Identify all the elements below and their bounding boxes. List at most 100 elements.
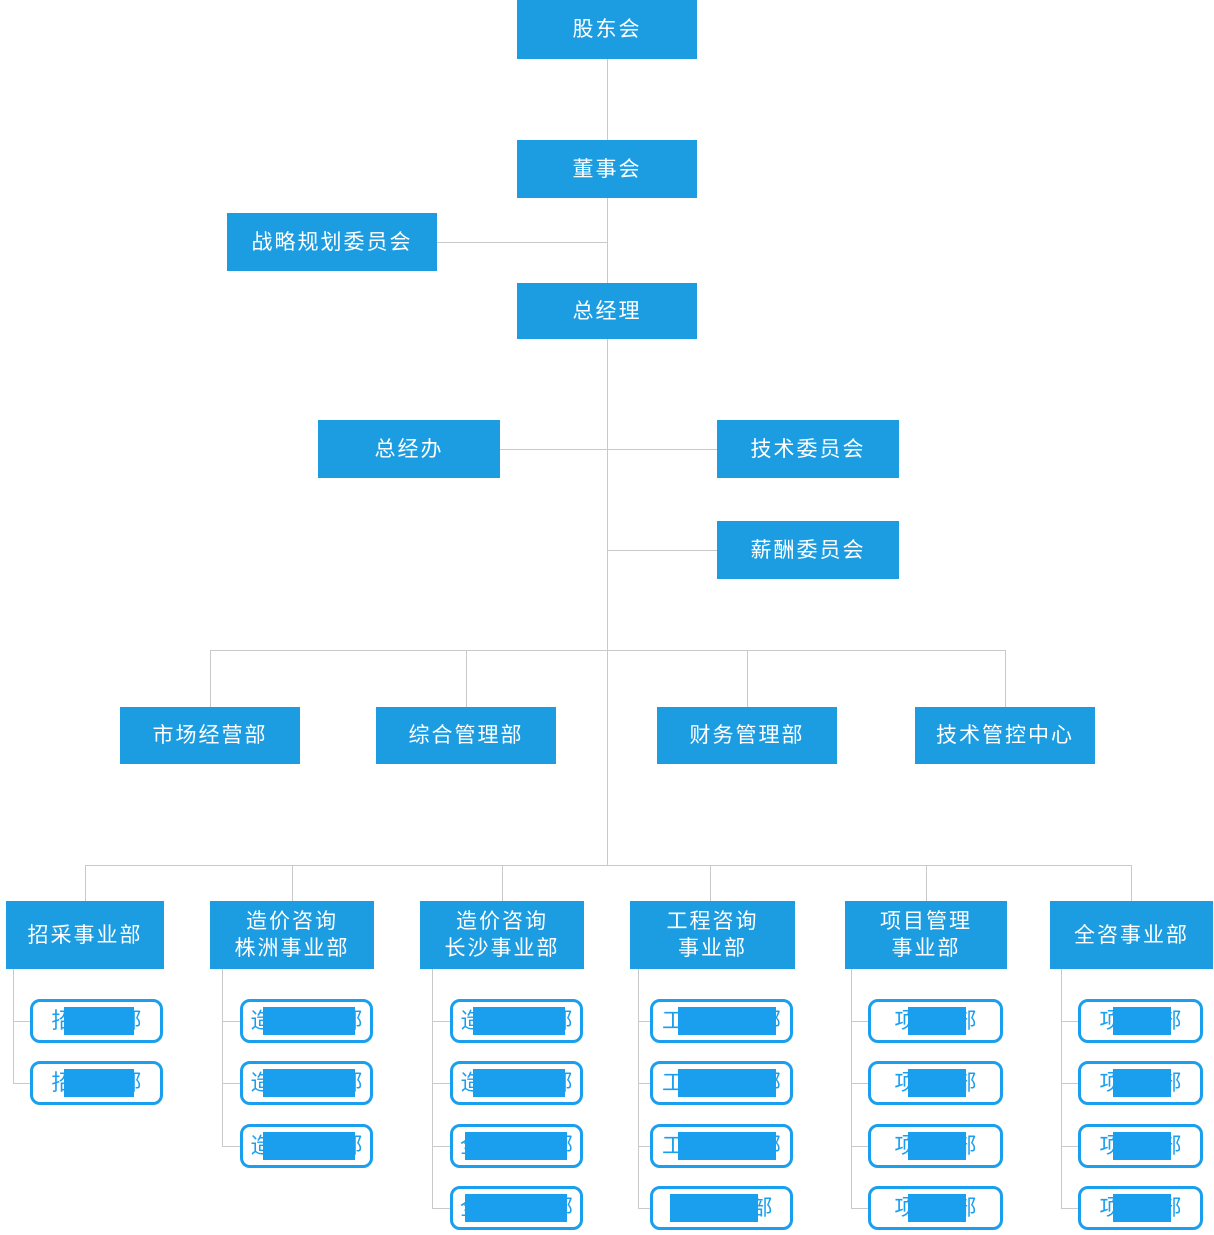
connector (85, 865, 1131, 866)
node-strategy-committee: 战略规划委员会 (227, 213, 437, 271)
connector (222, 1021, 240, 1022)
connector (851, 1083, 868, 1084)
node-dept-general-admin: 综合管理部 (376, 707, 556, 764)
connector (13, 969, 14, 1083)
connector (607, 339, 608, 866)
node-label: 工程咨询 (666, 910, 759, 933)
leaf-node: 招部 (30, 1061, 163, 1105)
node-label: 综合管理部 (408, 724, 524, 747)
highlight-bar (465, 1194, 567, 1222)
connector (710, 865, 711, 903)
connector (432, 969, 433, 1208)
connector (292, 865, 293, 903)
node-division-xiangmu: 项目管理 事业部 (845, 901, 1007, 969)
node-label: 事业部 (891, 937, 961, 960)
connector (851, 1146, 868, 1147)
node-salary-committee: 薪酬委员会 (717, 521, 899, 579)
leaf-node: 全部 (450, 1124, 583, 1168)
connector (432, 1021, 450, 1022)
connector (1061, 1083, 1078, 1084)
connector (638, 1021, 650, 1022)
highlight-bar (262, 1007, 355, 1035)
node-label: 总经办 (374, 437, 444, 461)
node-label: 市场经营部 (152, 724, 268, 747)
leaf-node: 工部 (650, 999, 793, 1043)
node-dept-marketing: 市场经营部 (120, 707, 300, 764)
node-label: 战略规划委员会 (251, 230, 413, 254)
node-board: 董事会 (517, 140, 697, 198)
leaf-node: 招部 (30, 999, 163, 1043)
leaf-node: 项部 (868, 1186, 1003, 1230)
node-label: 薪酬委员会 (750, 538, 866, 562)
connector (851, 969, 852, 1208)
highlight-bar (1112, 1194, 1171, 1222)
connector (607, 59, 608, 140)
node-dept-finance: 财务管理部 (657, 707, 837, 764)
connector (607, 550, 717, 551)
leaf-node: 全部 (450, 1186, 583, 1230)
connector (222, 1083, 240, 1084)
node-label: 股东会 (572, 18, 642, 41)
leaf-node: 部 (650, 1186, 793, 1230)
highlight-bar (63, 1069, 134, 1097)
connector (638, 1208, 650, 1209)
node-label: 全咨事业部 (1074, 923, 1189, 947)
highlight-bar (1112, 1132, 1171, 1160)
leaf-node: 造部 (240, 999, 373, 1043)
node-label: 招采事业部 (27, 923, 143, 947)
node-division-zaojia-changsha: 造价咨询 长沙事业部 (420, 901, 584, 969)
highlight-bar (670, 1194, 759, 1222)
highlight-bar (678, 1069, 776, 1097)
connector (210, 650, 1005, 651)
highlight-bar (472, 1069, 565, 1097)
node-division-gongcheng: 工程咨询 事业部 (630, 901, 795, 969)
node-label: 长沙事业部 (444, 937, 560, 960)
connector (210, 650, 211, 707)
highlight-bar (678, 1007, 776, 1035)
highlight-bar (63, 1007, 134, 1035)
leaf-node: 造部 (450, 999, 583, 1043)
node-dept-tech-control: 技术管控中心 (915, 707, 1095, 764)
connector (437, 242, 607, 243)
leaf-node: 项部 (1078, 999, 1203, 1043)
connector (85, 865, 86, 903)
node-label: 技术委员会 (750, 437, 866, 461)
node-label: 项目管理 (880, 910, 972, 933)
node-label: 事业部 (678, 937, 747, 960)
connector (466, 650, 467, 707)
connector (747, 650, 748, 707)
highlight-bar (907, 1194, 966, 1222)
connector (851, 1021, 868, 1022)
highlight-bar (262, 1069, 355, 1097)
node-label: 株洲事业部 (234, 937, 350, 960)
leaf-node: 项部 (1078, 1186, 1203, 1230)
connector (1061, 1208, 1078, 1209)
leaf-node: 造部 (240, 1124, 373, 1168)
connector (13, 1083, 30, 1084)
node-general-manager: 总经理 (517, 283, 697, 339)
node-label: 财务管理部 (689, 724, 805, 747)
highlight-bar (472, 1007, 565, 1035)
connector (432, 1146, 450, 1147)
leaf-node: 项部 (1078, 1124, 1203, 1168)
node-division-quanzi: 全咨事业部 (1050, 901, 1213, 969)
connector (502, 865, 503, 903)
leaf-node: 工部 (650, 1061, 793, 1105)
highlight-bar (678, 1132, 776, 1160)
connector (851, 1208, 868, 1209)
connector (13, 1021, 30, 1022)
leaf-node: 造部 (240, 1061, 373, 1105)
highlight-bar (907, 1007, 966, 1035)
leaf-node: 工部 (650, 1124, 793, 1168)
leaf-node: 造部 (450, 1061, 583, 1105)
leaf-node: 项部 (1078, 1061, 1203, 1105)
connector (432, 1083, 450, 1084)
leaf-node: 项部 (868, 1124, 1003, 1168)
node-label: 造价咨询 (246, 910, 338, 933)
connector (222, 1146, 240, 1147)
highlight-bar (907, 1069, 966, 1097)
node-label: 总经理 (572, 299, 642, 323)
connector (638, 1083, 650, 1084)
highlight-bar (907, 1132, 966, 1160)
